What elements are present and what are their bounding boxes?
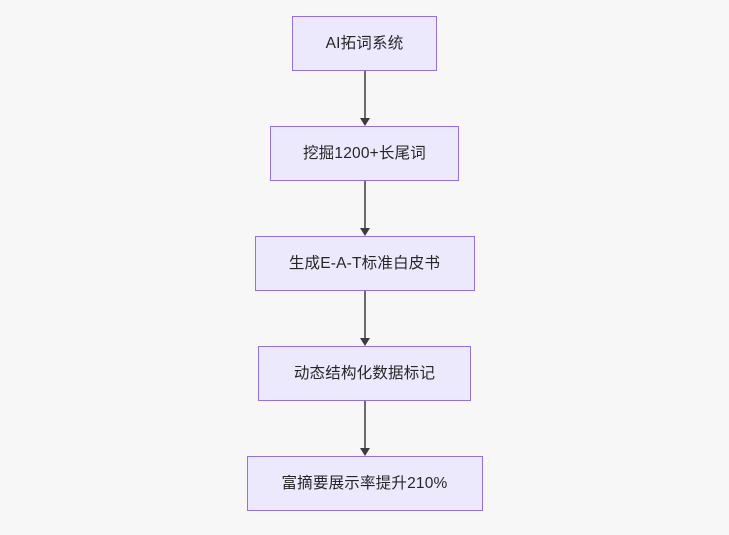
flow-node-label: AI拓词系统	[325, 34, 404, 52]
flow-node-n2[interactable]: 挖掘1200+长尾词	[270, 126, 459, 181]
flow-node-label: 挖掘1200+长尾词	[302, 144, 427, 162]
flow-node-n4[interactable]: 动态结构化数据标记	[258, 346, 471, 401]
flow-edge-n2-n3	[356, 181, 374, 236]
flow-edge-n3-n4	[356, 291, 374, 346]
flow-node-n1[interactable]: AI拓词系统	[292, 16, 437, 71]
arrow-down-icon	[359, 338, 370, 346]
arrow-down-icon	[359, 448, 370, 456]
flow-node-label: 生成E-A-T标准白皮书	[288, 254, 441, 272]
flow-edge-n1-n2	[356, 71, 374, 126]
flow-edge-n4-n5	[356, 401, 374, 456]
flow-node-n3[interactable]: 生成E-A-T标准白皮书	[254, 236, 475, 291]
flow-node-n5[interactable]: 富摘要展示率提升210%	[246, 456, 483, 511]
edge-line	[363, 71, 366, 119]
edge-line	[363, 181, 366, 229]
flow-node-label: 富摘要展示率提升210%	[281, 474, 448, 492]
edge-line	[363, 291, 366, 339]
edge-line	[363, 401, 366, 449]
arrow-down-icon	[359, 228, 370, 236]
flow-node-stack: AI拓词系统 挖掘1200+长尾词 生成E-A-T标准白皮书 动态结构化数据标记	[0, 16, 729, 511]
arrow-down-icon	[359, 118, 370, 126]
flow-node-label: 动态结构化数据标记	[293, 364, 436, 382]
